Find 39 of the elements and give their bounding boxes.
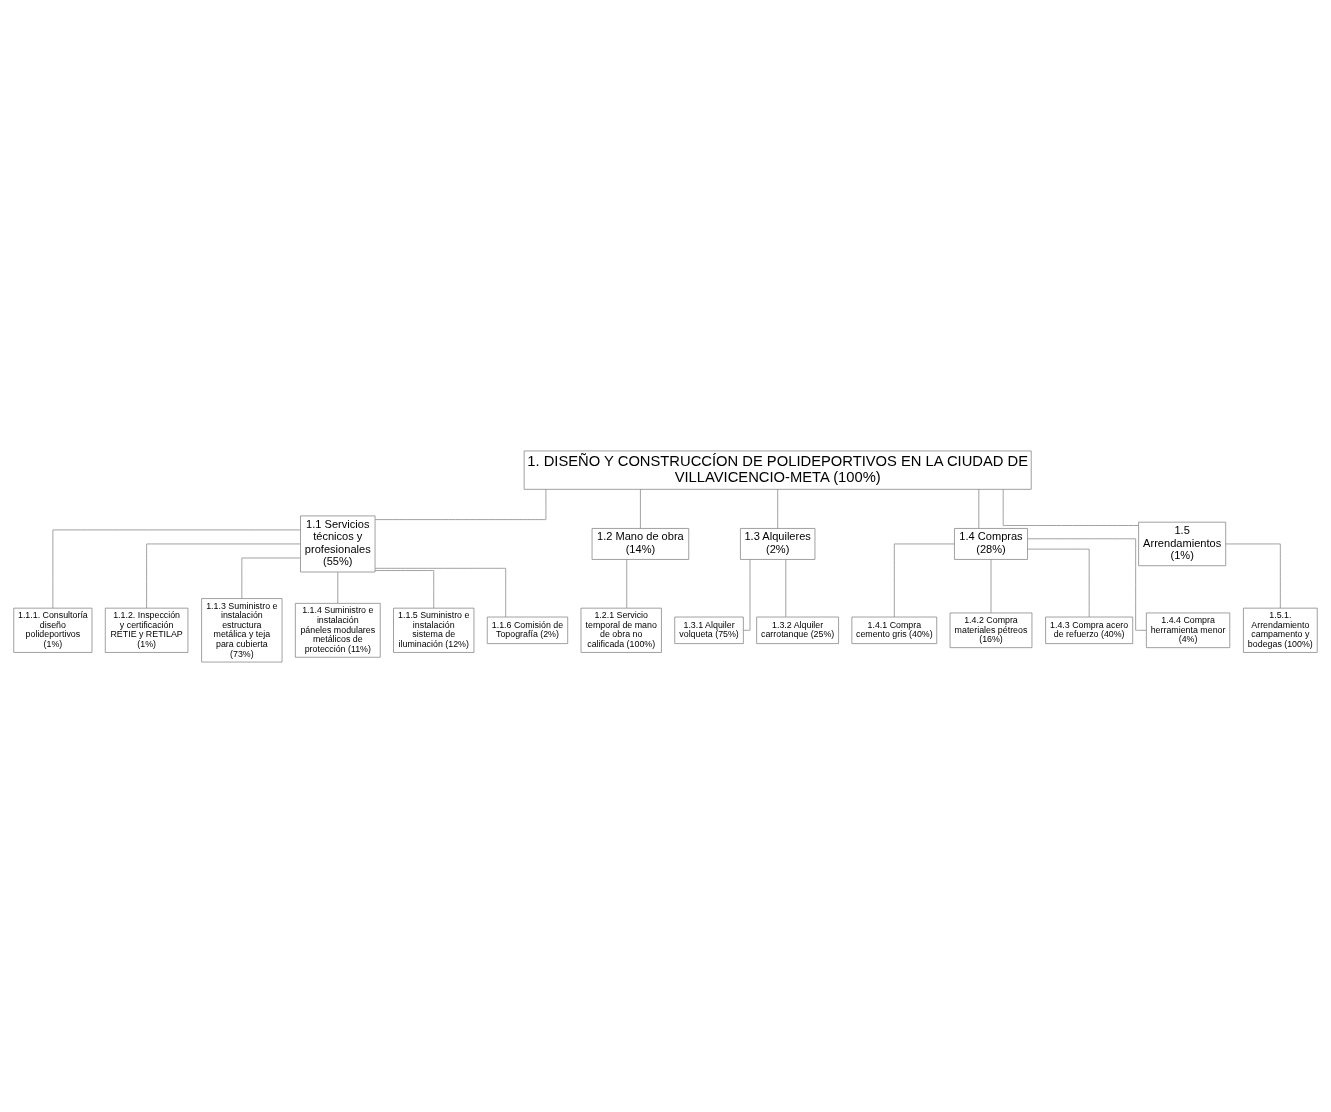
node-box: 1.1.4 Suministro e instalación páneles modulares metálicos de protección (11%) bbox=[295, 602, 381, 658]
connector bbox=[374, 567, 507, 617]
connector bbox=[777, 488, 779, 529]
node-box: 1.5 Arrendamientos (1%) bbox=[1138, 521, 1227, 566]
connector bbox=[626, 558, 628, 608]
node-box: 1.1.1. Consultoría diseño polideportivos (1%) bbox=[13, 607, 93, 653]
node-box: 1.4.1 Compra cemento gris (40%) bbox=[851, 616, 938, 644]
node-box: 1.1.6 Comisión de Topografía (2%) bbox=[486, 616, 569, 644]
connector bbox=[990, 558, 992, 613]
node-box: 1.3.1 Alquiler volqueta (75%) bbox=[674, 616, 744, 644]
connector bbox=[1002, 488, 1139, 526]
node-box: 1.4 Compras (28%) bbox=[954, 527, 1028, 560]
node-box: 1.4.3 Compra acero de refuerzo (40%) bbox=[1045, 616, 1134, 644]
connector bbox=[978, 488, 980, 529]
node-box: 1.3.2 Alquiler carrotanque (25%) bbox=[756, 616, 839, 644]
node-box: 1.1.5 Suministro e instalación sistema de iluminación (12%) bbox=[393, 607, 475, 653]
connector bbox=[146, 543, 301, 608]
connector bbox=[785, 558, 787, 617]
connector bbox=[52, 529, 301, 608]
node-box: 1.2 Mano de obra (14%) bbox=[591, 527, 690, 560]
node-box: 1.1.2. Inspección y certificación RETIE y RETILAP (1%) bbox=[104, 607, 189, 653]
connector bbox=[640, 488, 641, 529]
node-box: 1.2.1 Servicio temporal de mano de obra no calificada (100%) bbox=[580, 607, 662, 653]
node-box: 1.5.1. Arrendamiento campamento y bodegas (100%) bbox=[1243, 607, 1318, 653]
connector bbox=[1027, 537, 1147, 631]
node-box: 1.4.2 Compra materiales pétreos (16%) bbox=[949, 612, 1033, 648]
connector bbox=[374, 569, 435, 608]
connector bbox=[337, 571, 339, 603]
node-box: 1.1 Servicios técnicos y profesionales (55%) bbox=[300, 515, 376, 572]
connector bbox=[743, 558, 751, 631]
connector bbox=[241, 557, 301, 599]
node-box: 1.3 Alquileres (2%) bbox=[740, 527, 816, 560]
node-box: 1.4.4 Compra herramienta menor (4%) bbox=[1146, 612, 1231, 648]
node-box: 1. DISEÑO Y CONSTRUCCÍON DE POLIDEPORTIVOS EN LA CIUDAD DE VILLAVICENCIO-META (100%) bbox=[523, 450, 1032, 490]
connector bbox=[374, 488, 547, 520]
connector bbox=[1225, 543, 1281, 608]
node-box: 1.1.3 Suministro e instalación estructura metálica y teja para cubierta (73%) bbox=[201, 597, 283, 662]
connector bbox=[1027, 548, 1090, 617]
connector bbox=[893, 543, 955, 617]
